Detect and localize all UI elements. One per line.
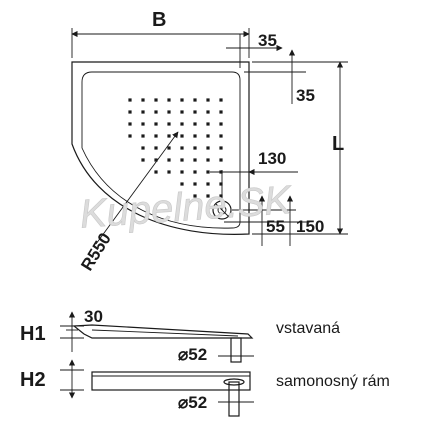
waste-dim-1: ⌀52 xyxy=(178,345,207,364)
anti-slip-dot xyxy=(193,170,197,174)
width-label: B xyxy=(152,9,166,31)
anti-slip-dot xyxy=(206,98,210,102)
anti-slip-dot xyxy=(206,110,210,114)
anti-slip-dot xyxy=(167,170,171,174)
anti-slip-dot xyxy=(206,170,210,174)
plan-view: R550 B 35 35 L 130 55 150 Kupelne.SK xyxy=(71,9,348,274)
anti-slip-dot xyxy=(193,110,197,114)
anti-slip-dot xyxy=(154,134,158,138)
waste-pipe-1 xyxy=(230,337,242,363)
basin-outline xyxy=(81,71,241,229)
anti-slip-dot xyxy=(167,134,171,138)
anti-slip-dot xyxy=(141,158,145,162)
anti-slip-dot xyxy=(180,122,184,126)
anti-slip-dot xyxy=(206,158,210,162)
anti-slip-dot xyxy=(193,134,197,138)
anti-slip-dot xyxy=(219,146,223,150)
anti-slip-dot xyxy=(219,122,223,126)
anti-slip-dot xyxy=(206,134,210,138)
anti-slip-dot xyxy=(141,98,145,102)
anti-slip-dot xyxy=(180,134,184,138)
anti-slip-dot xyxy=(219,98,223,102)
caption-freestanding: samonosný rám xyxy=(276,373,390,390)
anti-slip-dot xyxy=(141,134,145,138)
built-in-tray-profile xyxy=(72,324,254,339)
anti-slip-dot xyxy=(193,122,197,126)
waste-dim-2: ⌀52 xyxy=(178,393,207,412)
anti-slip-dot xyxy=(206,146,210,150)
tray-outline xyxy=(71,61,250,235)
anti-slip-dot xyxy=(128,134,132,138)
drain-y-dim: 150 xyxy=(296,217,324,236)
anti-slip-dot xyxy=(193,182,197,186)
caption-built-in: vstavaná xyxy=(276,320,340,337)
edge-top-dim: 35 xyxy=(258,31,277,50)
anti-slip-dot xyxy=(128,110,132,114)
anti-slip-dot xyxy=(180,146,184,150)
anti-slip-dot xyxy=(167,146,171,150)
anti-slip-dot xyxy=(167,122,171,126)
anti-slip-dot xyxy=(154,170,158,174)
anti-slip-dot xyxy=(206,182,210,186)
h2-label: H2 xyxy=(20,369,46,391)
anti-slip-dot xyxy=(128,98,132,102)
anti-slip-dot xyxy=(141,122,145,126)
anti-slip-dot xyxy=(128,122,132,126)
anti-slip-dot xyxy=(180,158,184,162)
rim-dim: 30 xyxy=(84,307,103,326)
anti-slip-dot xyxy=(167,158,171,162)
waste-pipe-2 xyxy=(228,381,240,417)
anti-slip-dot xyxy=(180,98,184,102)
drain-x-dim: 130 xyxy=(258,149,286,168)
anti-slip-dot xyxy=(193,98,197,102)
section-freestanding: H2 ⌀52 samonosný rám xyxy=(20,359,390,417)
anti-slip-dot xyxy=(141,110,145,114)
anti-slip-dot xyxy=(219,134,223,138)
anti-slip-dot xyxy=(180,110,184,114)
anti-slip-dot xyxy=(167,98,171,102)
drain-small-dim: 55 xyxy=(266,217,285,236)
anti-slip-dot xyxy=(167,110,171,114)
anti-slip-dot xyxy=(219,110,223,114)
anti-slip-dot xyxy=(154,122,158,126)
anti-slip-dot xyxy=(219,158,223,162)
radius-leader xyxy=(95,131,179,245)
anti-slip-dot xyxy=(219,194,223,198)
anti-slip-dots xyxy=(128,98,223,198)
anti-slip-dot xyxy=(154,98,158,102)
anti-slip-dot xyxy=(154,158,158,162)
anti-slip-dot xyxy=(193,146,197,150)
length-label: L xyxy=(332,133,344,155)
anti-slip-dot xyxy=(180,182,184,186)
anti-slip-dot xyxy=(206,122,210,126)
anti-slip-dot xyxy=(193,158,197,162)
h1-label: H1 xyxy=(20,323,46,345)
section-built-in: H1 30 ⌀52 vstavaná xyxy=(20,307,340,364)
anti-slip-dot xyxy=(141,146,145,150)
edge-right-dim: 35 xyxy=(296,86,315,105)
anti-slip-dot xyxy=(180,170,184,174)
anti-slip-dot xyxy=(193,194,197,198)
anti-slip-dot xyxy=(206,194,210,198)
anti-slip-dot xyxy=(219,182,223,186)
anti-slip-dot xyxy=(154,146,158,150)
freestanding-tray-profile xyxy=(91,371,251,391)
anti-slip-dot xyxy=(154,110,158,114)
